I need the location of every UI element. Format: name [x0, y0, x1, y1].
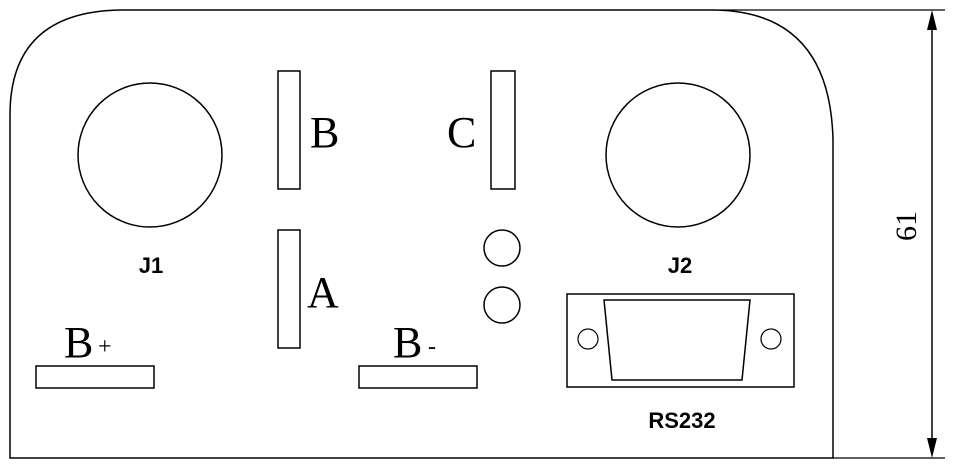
slot-c-label: C: [447, 108, 476, 157]
b-plus-terminal: [35, 365, 155, 389]
slot-a-label: A: [307, 268, 339, 317]
b-minus-letter: B: [393, 318, 422, 367]
rs232-screw-left: [577, 328, 599, 350]
b-plus-sign: +: [98, 334, 112, 360]
slot-b: [277, 70, 301, 190]
rs232-label: RS232: [648, 408, 715, 433]
dimension-arrow-top: [927, 10, 937, 30]
dimension-label: 61: [890, 211, 923, 241]
indicator-hole-top: [483, 229, 521, 267]
slot-c: [490, 70, 516, 190]
slot-a: [277, 229, 301, 349]
rs232-frame: [566, 293, 795, 388]
connector-j1-label: J1: [139, 253, 163, 278]
indicator-hole-bottom: [483, 286, 521, 324]
panel-outline: [9, 9, 834, 459]
dimension-arrow-bottom: [927, 438, 937, 458]
rs232-screw-right: [760, 328, 782, 350]
rs232-trapezoid: [603, 299, 751, 381]
b-plus-letter: B: [64, 318, 93, 367]
b-minus-terminal: [358, 365, 478, 389]
b-minus-sign: -: [428, 334, 436, 360]
connector-j1-circle: [77, 82, 223, 228]
connector-j2-circle: [605, 82, 751, 228]
connector-j2-label: J2: [668, 253, 692, 278]
slot-b-label: B: [310, 108, 339, 157]
